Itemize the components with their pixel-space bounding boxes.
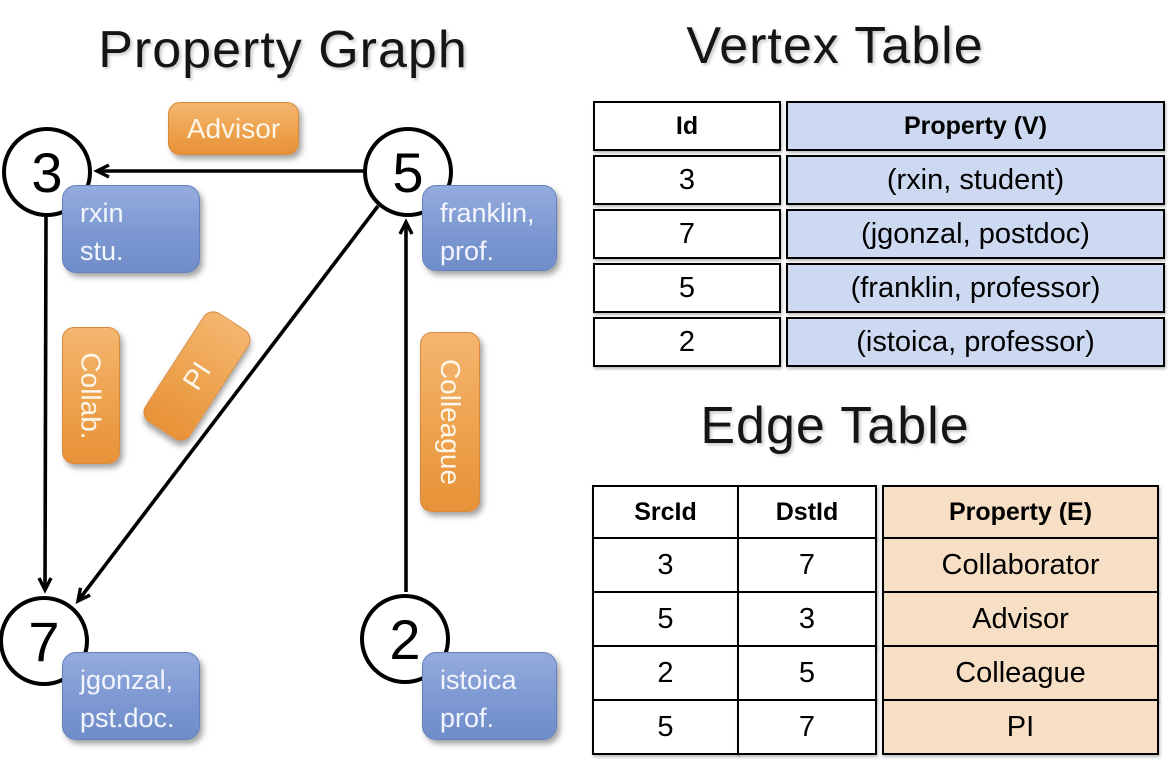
edge-label-advisor-text: Advisor (186, 112, 281, 144)
node-3-property-line2: stu. (80, 236, 124, 266)
node-5-property-line1: franklin, (440, 198, 535, 228)
edge-row-dstid: 5 (737, 645, 877, 701)
edge-table: SrcId DstId Property (E) 3 7 Collaborato… (592, 485, 1159, 755)
edge-row-property: Advisor (882, 591, 1159, 647)
vertex-table-header-id: Id (593, 101, 781, 151)
vertex-row-property: (franklin, professor) (786, 263, 1165, 313)
vertex-row-id: 5 (593, 263, 781, 313)
vertex-table-title: Vertex Table (686, 17, 984, 75)
node-7-property-line2: pst.doc. (80, 703, 175, 733)
edge-label-collab-text: Collab. (76, 351, 108, 440)
node-3-property-line1: rxin (80, 198, 124, 228)
vertex-row-property: (istoica, professor) (786, 317, 1165, 367)
node-5-property-box: franklin, prof. (422, 185, 557, 271)
edge-row-srcid: 3 (592, 537, 739, 593)
vertex-row-id: 3 (593, 155, 781, 205)
edge-row-srcid: 2 (592, 645, 739, 701)
edge-label-pi-text: PI (176, 356, 217, 396)
node-2-property-box: istoica prof. (422, 652, 557, 740)
edge-3-to-7 (37, 216, 53, 594)
edge-table-title: Edge Table (700, 397, 970, 455)
property-graph-title: Property Graph (98, 21, 468, 79)
edge-row-dstid: 3 (737, 591, 877, 647)
node-5-property-line2: prof. (440, 236, 495, 266)
edge-5-to-7 (75, 204, 380, 605)
edge-row-property: Collaborator (882, 537, 1159, 593)
node-3-id: 3 (31, 140, 63, 204)
vertex-row-property: (jgonzal, postdoc) (786, 209, 1165, 259)
vertex-row-property: (rxin, student) (786, 155, 1165, 205)
edge-row-srcid: 5 (592, 591, 739, 647)
vertex-row-id: 2 (593, 317, 781, 367)
node-7-property-box: jgonzal, pst.doc. (62, 652, 200, 740)
node-3-property-box: rxin stu. (62, 185, 200, 273)
node-5-id: 5 (392, 140, 424, 204)
edge-table-header-srcid: SrcId (592, 485, 739, 539)
edge-label-collab: Collab. (62, 327, 120, 464)
edge-row-dstid: 7 (737, 699, 877, 755)
vertex-row-id: 7 (593, 209, 781, 259)
edge-row-property: PI (882, 699, 1159, 755)
edge-table-header-property: Property (E) (882, 485, 1159, 539)
edge-row-property: Colleague (882, 645, 1159, 701)
edge-label-colleague: Colleague (420, 332, 480, 512)
node-7-id: 7 (28, 609, 60, 673)
edge-label-colleague-text: Colleague (435, 358, 467, 486)
edge-row-dstid: 7 (737, 537, 877, 593)
graph-node-3: 3 (2, 127, 92, 217)
vertex-table-header-property: Property (V) (786, 101, 1165, 151)
node-2-id: 2 (389, 607, 421, 671)
node-7-property-line1: jgonzal, (80, 665, 174, 695)
edge-row-srcid: 5 (592, 699, 739, 755)
edge-label-advisor: Advisor (168, 102, 299, 155)
node-2-property-line1: istoica (440, 665, 517, 695)
edge-table-header-dstid: DstId (737, 485, 877, 539)
node-2-property-line2: prof. (440, 703, 495, 733)
vertex-table: Id Property (V) 3 (rxin, student) 7 (jgo… (593, 101, 1165, 367)
